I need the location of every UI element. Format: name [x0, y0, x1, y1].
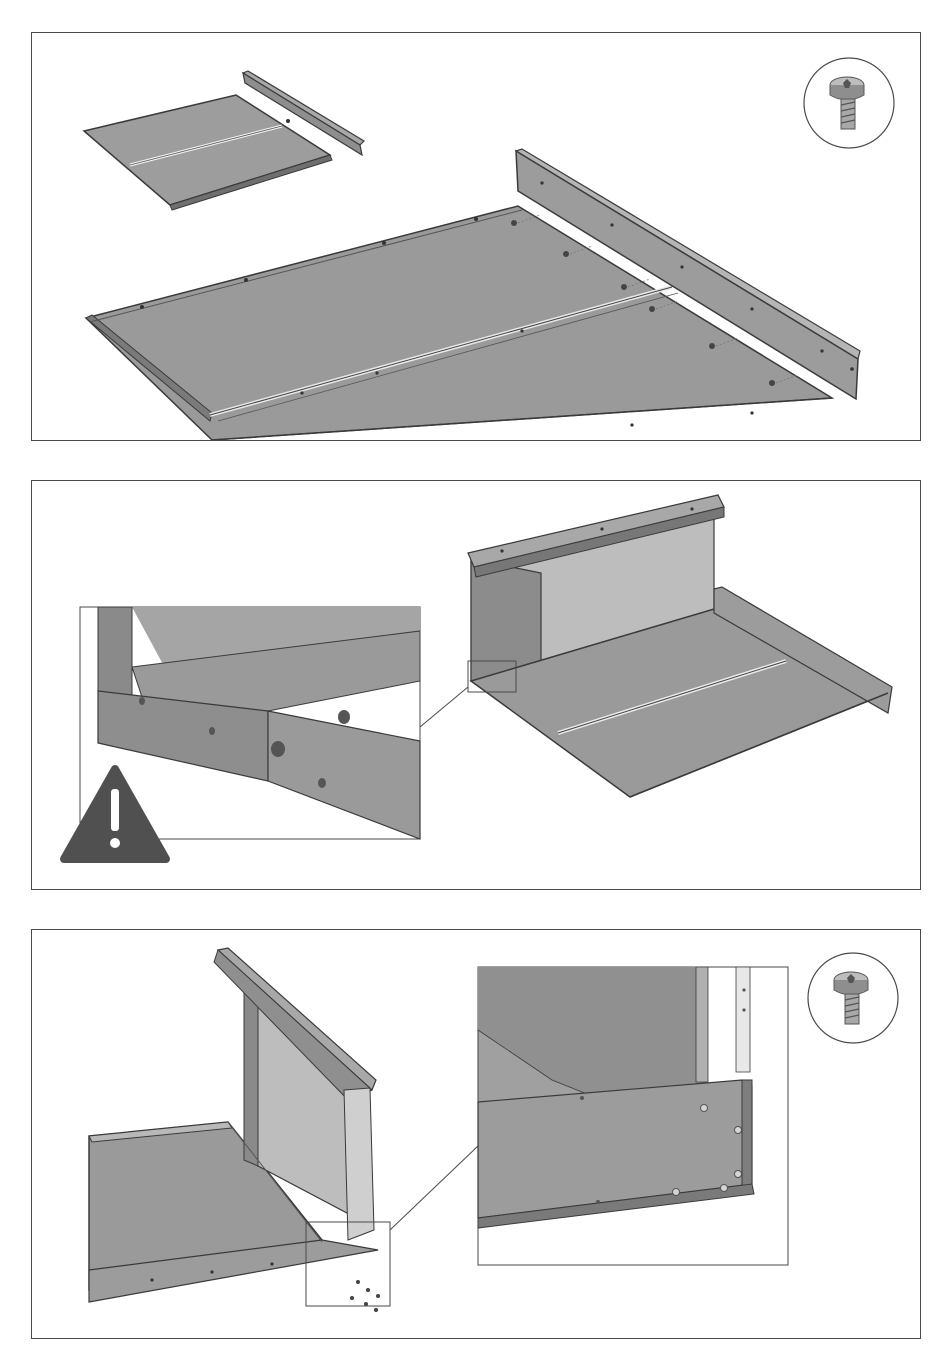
zoom-inset	[478, 967, 788, 1265]
side-wall-assembly	[89, 948, 478, 1312]
step-1-illustration	[32, 33, 920, 440]
step-2-panel	[31, 480, 921, 890]
torx-screw-icon	[803, 57, 895, 149]
step-2-illustration	[32, 481, 920, 889]
torx-screw-icon	[807, 952, 899, 1044]
step-3-illustration	[32, 930, 920, 1338]
step-1-panel	[31, 32, 921, 441]
assembled-corner	[468, 495, 892, 797]
step-3-panel	[31, 929, 921, 1339]
large-floor-base	[86, 206, 832, 440]
